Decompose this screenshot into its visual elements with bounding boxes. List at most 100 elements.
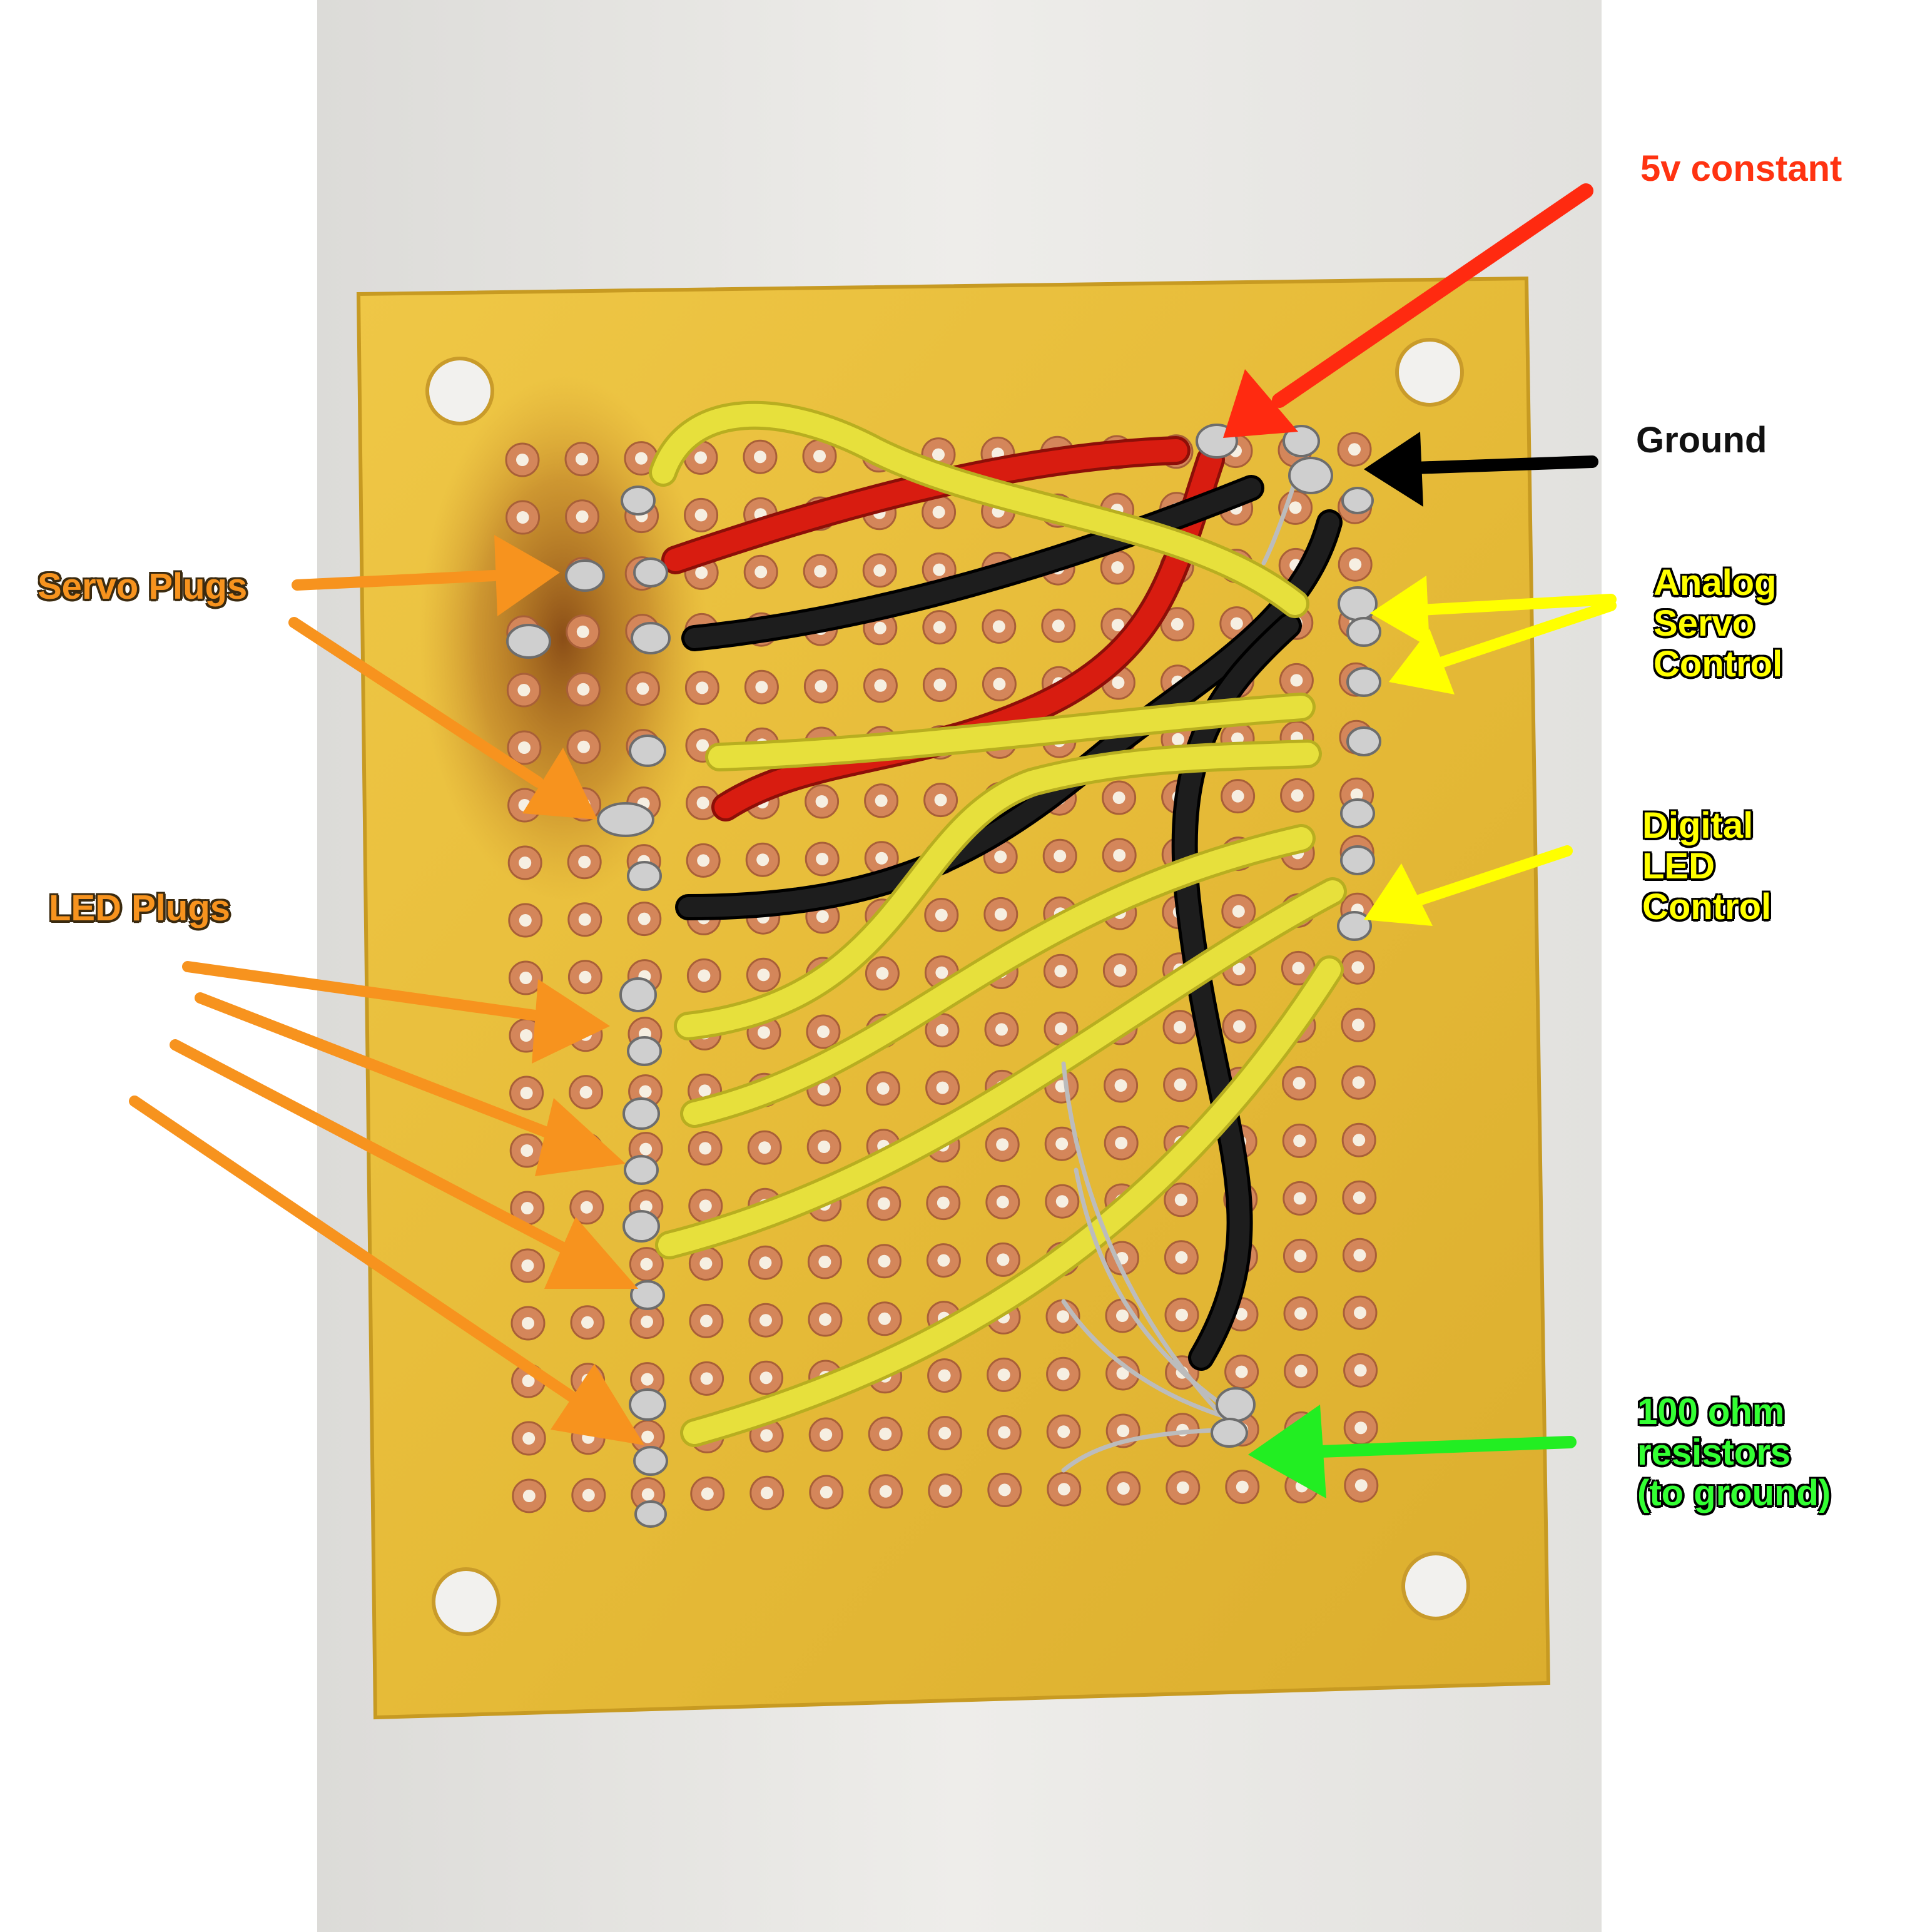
- pad-hole: [635, 452, 648, 465]
- pad-hole: [995, 1023, 1008, 1036]
- pad-hole: [1235, 1308, 1247, 1321]
- pad-hole: [819, 1313, 831, 1326]
- pad-hole: [756, 853, 770, 867]
- pad-hole: [879, 1485, 892, 1498]
- pad-hole: [696, 796, 709, 810]
- pad-hole: [820, 1428, 833, 1441]
- mounting-hole: [425, 357, 494, 425]
- mounting-hole: [1401, 1552, 1470, 1620]
- pad-hole: [1055, 1195, 1069, 1208]
- pad-hole: [580, 1201, 593, 1214]
- pad-hole: [1117, 1482, 1130, 1495]
- pad-hole: [1293, 1192, 1306, 1205]
- pad-hole: [1057, 1483, 1070, 1496]
- pad-hole: [1055, 1022, 1067, 1035]
- pad-hole: [517, 684, 531, 696]
- pad-hole: [1350, 788, 1363, 801]
- pad-hole: [1176, 1481, 1189, 1494]
- pad-hole: [934, 793, 947, 806]
- pad-hole: [1353, 1249, 1366, 1262]
- pad-hole: [522, 1432, 536, 1445]
- yellow-wire: [683, 827, 1313, 1125]
- red-wire: [664, 439, 1187, 571]
- yellow-wire: [708, 696, 1313, 768]
- pad-hole: [578, 913, 591, 926]
- pad-hole: [757, 969, 770, 982]
- pad-hole: [1294, 1307, 1307, 1320]
- annotation-arrows: [129, 183, 1617, 1498]
- pad-hole: [876, 1082, 890, 1095]
- pad-hole: [1111, 619, 1124, 631]
- pad-hole: [932, 448, 945, 461]
- pad-hole: [1057, 1310, 1069, 1323]
- arrow-resistors: [1248, 1405, 1577, 1498]
- pad-hole: [1292, 962, 1305, 975]
- pad-hole: [1172, 733, 1184, 746]
- pad-hole: [1293, 1134, 1306, 1147]
- mounting-hole: [432, 1567, 500, 1636]
- pad-hole: [641, 1315, 653, 1328]
- yellow-wire: [652, 404, 1306, 615]
- pad-hole: [875, 794, 888, 807]
- pad-hole: [576, 452, 588, 465]
- pad-hole: [814, 565, 827, 577]
- pad-hole: [522, 1375, 535, 1387]
- pad-hole: [874, 679, 887, 692]
- pad-hole: [1114, 1079, 1127, 1092]
- pad-hole: [1171, 618, 1184, 631]
- yellow-wire: [658, 880, 1344, 1256]
- pad-hole: [1057, 1425, 1070, 1438]
- label-5v-constant: 5v constant: [1640, 148, 1842, 189]
- pad-hole: [519, 914, 532, 927]
- label-100-ohm-resistors: 100 ohm resistors (to ground): [1637, 1391, 1831, 1513]
- pad-hole: [700, 1372, 713, 1385]
- pad-hole: [1294, 1365, 1308, 1378]
- pad-hole: [933, 678, 947, 691]
- arrow-servo-plugs: [288, 535, 597, 820]
- pad-hole: [820, 1486, 833, 1498]
- resistor-lead: [1074, 1167, 1229, 1410]
- pad-hole: [877, 1197, 890, 1210]
- pad-hole: [1290, 674, 1303, 687]
- black-wire: [1174, 616, 1299, 1368]
- pad-hole: [760, 1487, 773, 1500]
- pad-hole: [754, 450, 766, 464]
- pad-hole: [520, 1029, 532, 1042]
- pad-hole: [759, 1256, 772, 1269]
- pad-hole: [1055, 1137, 1069, 1151]
- pad-hole: [1054, 850, 1067, 863]
- yellow-wire: [677, 743, 1319, 1037]
- pad-hole: [577, 740, 590, 753]
- pad-hole: [1291, 789, 1304, 802]
- pad-hole: [937, 1196, 950, 1209]
- pad-hole: [873, 564, 886, 577]
- pad-hole: [1351, 961, 1364, 974]
- pad-hole: [1231, 790, 1244, 803]
- pad-hole: [1353, 1134, 1366, 1147]
- label-servo-plugs: Servo Plugs: [38, 566, 248, 607]
- pad-hole: [519, 857, 532, 869]
- pad-hole: [582, 1488, 595, 1502]
- pad-hole: [818, 1256, 831, 1268]
- pad-hole: [579, 1085, 592, 1099]
- pad-hole: [518, 741, 531, 754]
- pad-hole: [758, 1141, 771, 1154]
- pad-hole: [1233, 1020, 1246, 1033]
- pad-hole: [699, 1142, 712, 1155]
- pad-hole: [938, 1426, 952, 1440]
- pad-hole: [876, 967, 889, 980]
- pad-hole: [755, 681, 768, 694]
- pad-hole: [1349, 558, 1362, 571]
- pad-hole: [578, 855, 591, 868]
- pad-hole: [1112, 676, 1125, 689]
- pad-hole: [1353, 1191, 1366, 1204]
- black-wire: [684, 478, 1261, 648]
- pad-hole: [1230, 617, 1243, 630]
- pad-hole: [699, 1199, 712, 1213]
- pad-hole: [933, 621, 946, 634]
- pad-hole: [576, 510, 589, 523]
- pad-hole: [933, 563, 946, 576]
- arrow-5v-constant: [1223, 183, 1593, 438]
- pad-hole: [875, 852, 888, 865]
- pad-hole: [816, 910, 829, 923]
